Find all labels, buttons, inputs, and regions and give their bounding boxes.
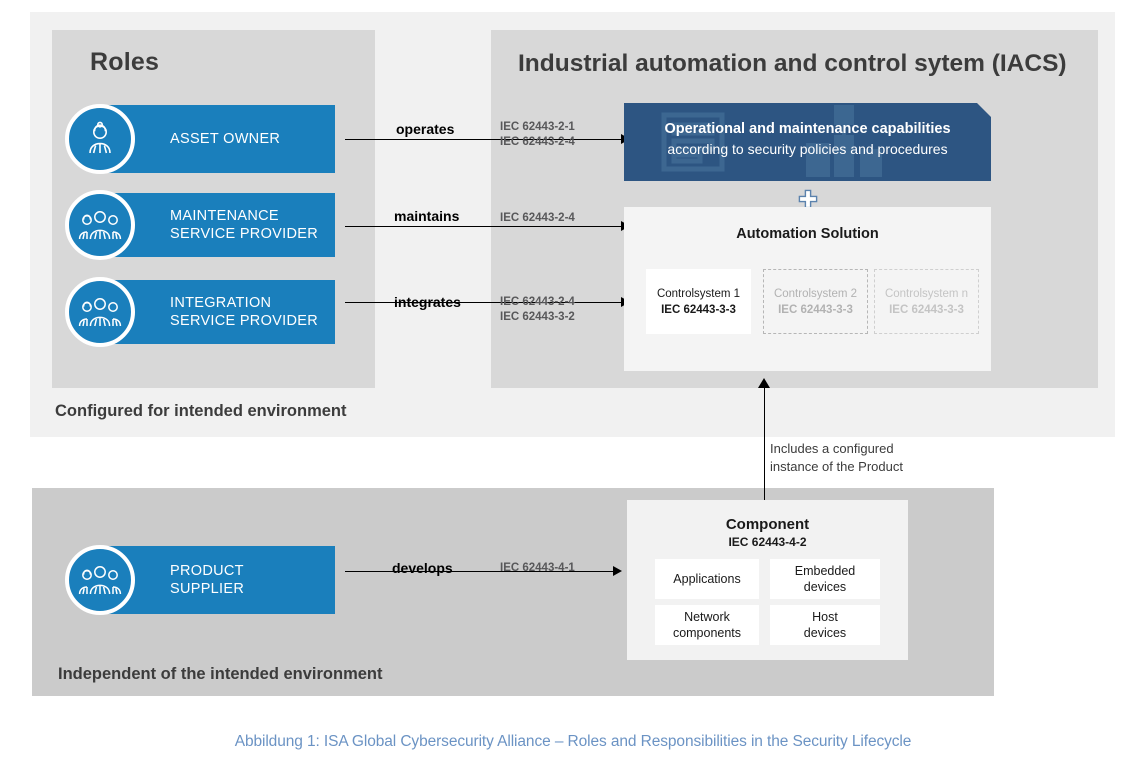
automation-solution-box: Automation Solution Controlsystem 1 IEC … [624, 207, 991, 371]
component-standard: IEC 62443-4-2 [728, 535, 807, 549]
controlsystem-standard: IEC 62443-3-3 [889, 303, 964, 316]
role-label: INTEGRATION SERVICE PROVIDER [170, 295, 318, 329]
role-label: MAINTENANCE SERVICE PROVIDER [170, 208, 318, 242]
arrow-includes-instance [764, 388, 765, 500]
controlsystem-1[interactable]: Controlsystem 1 IEC 62443-3-3 [646, 269, 751, 334]
network-watermark-icon [804, 105, 884, 179]
independent-environment-label: Independent of the intended environment [58, 665, 383, 683]
relation-label-develops: develops [392, 560, 453, 576]
includes-instance-note: Includes a configured instance of the Pr… [770, 441, 903, 474]
controlsystem-name: Controlsystem 1 [656, 287, 741, 300]
iacs-title: Industrial automation and control sytem … [518, 50, 1067, 77]
role-maintenance-service-provider[interactable]: MAINTENANCE SERVICE PROVIDER [65, 190, 335, 260]
component-title: Component [725, 516, 810, 533]
component-box: Component IEC 62443-4-2 Applications Emb… [627, 500, 908, 660]
controlsystem-name: Controlsystem 2 [773, 287, 858, 300]
banner-subtitle: according to security policies and proce… [667, 141, 948, 157]
arrow-develops [345, 571, 617, 572]
standard-refs-operates: IEC 62443-2-1 IEC 62443-2-4 [500, 121, 575, 148]
standard-refs-develops: IEC 62443-4-1 [500, 562, 575, 574]
component-cell-host-devices[interactable]: Host devices [770, 605, 880, 645]
role-integration-service-provider[interactable]: INTEGRATION SERVICE PROVIDER [65, 277, 335, 347]
three-people-icon [65, 545, 135, 615]
arrow-maintains [345, 226, 625, 227]
roles-title: Roles [90, 48, 160, 76]
role-product-supplier[interactable]: PRODUCT SUPPLIER [65, 545, 335, 615]
three-people-icon [65, 190, 135, 260]
figure-caption: Abbildung 1: ISA Global Cybersecurity Al… [234, 733, 912, 750]
automation-solution-title: Automation Solution [736, 226, 879, 242]
relation-label-operates: operates [396, 121, 455, 137]
configured-environment-label: Configured for intended environment [55, 402, 347, 420]
arrowhead-develops [613, 566, 622, 576]
controlsystem-2[interactable]: Controlsystem 2 IEC 62443-3-3 [763, 269, 868, 334]
three-people-icon [65, 277, 135, 347]
role-label: PRODUCT SUPPLIER [170, 563, 245, 597]
standard-refs-maintains: IEC 62443-2-4 [500, 212, 575, 224]
arrow-operates [345, 139, 625, 140]
arrowhead-includes-instance [758, 378, 770, 388]
arrow-integrates [345, 302, 625, 303]
controlsystem-standard: IEC 62443-3-3 [778, 303, 853, 316]
banner-title: Operational and maintenance capabilities [664, 121, 951, 137]
component-cell-network-components[interactable]: Network components [655, 605, 759, 645]
role-label: ASSET OWNER [170, 131, 281, 147]
single-person-icon [65, 104, 135, 174]
clipboard-watermark-icon [658, 111, 728, 173]
controlsystem-standard: IEC 62443-3-3 [661, 303, 736, 316]
controlsystem-name: Controlsystem n [884, 287, 969, 300]
controlsystem-n[interactable]: Controlsystem n IEC 62443-3-3 [874, 269, 979, 334]
relation-label-maintains: maintains [394, 208, 460, 224]
role-asset-owner[interactable]: ASSET OWNER [65, 104, 335, 174]
component-cell-applications[interactable]: Applications [655, 559, 759, 599]
relation-label-integrates: integrates [394, 294, 461, 310]
component-cell-embedded-devices[interactable]: Embedded devices [770, 559, 880, 599]
operational-maintenance-banner: Operational and maintenance capabilities… [624, 103, 991, 181]
standard-refs-integrates: IEC 62443-2-4 IEC 62443-3-2 [500, 296, 575, 323]
